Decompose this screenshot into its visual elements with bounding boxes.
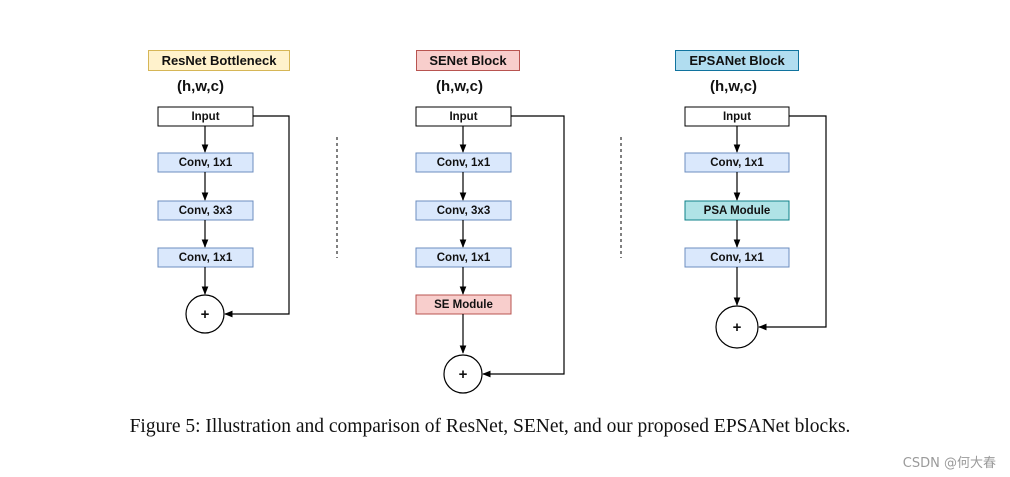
senet-input-label: Input xyxy=(449,110,478,123)
senet-sum-node xyxy=(443,354,483,394)
epsanet-title: EPSANet Block xyxy=(675,50,799,71)
epsanet-plus-symbol: + xyxy=(732,318,742,336)
senet-layer-label: Conv, 1x1 xyxy=(436,156,491,169)
resnet-block xyxy=(157,106,290,334)
senet-title: SENet Block xyxy=(416,50,520,71)
senet-se-module-label: SE Module xyxy=(434,298,493,311)
resnet-sum-node xyxy=(185,294,225,334)
epsanet-input-label: Input xyxy=(722,110,752,123)
resnet-input-label: Input xyxy=(191,110,220,123)
resnet-layer-label: Conv, 1x1 xyxy=(178,251,233,264)
epsanet-psa-module-label: PSA Module xyxy=(703,204,771,217)
resnet-dims: (h,w,c) xyxy=(177,78,224,95)
resnet-layer-label: Conv, 3x3 xyxy=(178,204,233,217)
senet-block xyxy=(415,106,565,394)
epsanet-block xyxy=(684,106,827,349)
senet-dims: (h,w,c) xyxy=(436,78,483,95)
figure-caption: Figure 5: Illustration and comparison of… xyxy=(129,416,851,437)
senet-layer-label: Conv, 3x3 xyxy=(436,204,491,217)
epsanet-layer-label: Conv, 1x1 xyxy=(710,156,764,169)
senet-skip-connection xyxy=(482,115,565,378)
resnet-skip-connection xyxy=(224,115,290,318)
epsanet-skip-connection xyxy=(758,115,827,331)
senet-plus-symbol: + xyxy=(458,365,468,383)
resnet-layer-label: Conv, 1x1 xyxy=(178,156,233,169)
watermark: CSDN @何大春 xyxy=(902,456,996,471)
epsanet-layer-label: Conv, 1x1 xyxy=(710,251,764,264)
epsanet-dims: (h,w,c) xyxy=(710,78,757,95)
resnet-plus-symbol: + xyxy=(200,305,210,323)
senet-layer-label: Conv, 1x1 xyxy=(436,251,491,264)
epsanet-sum-node xyxy=(715,305,759,349)
resnet-title: ResNet Bottleneck xyxy=(148,50,290,71)
